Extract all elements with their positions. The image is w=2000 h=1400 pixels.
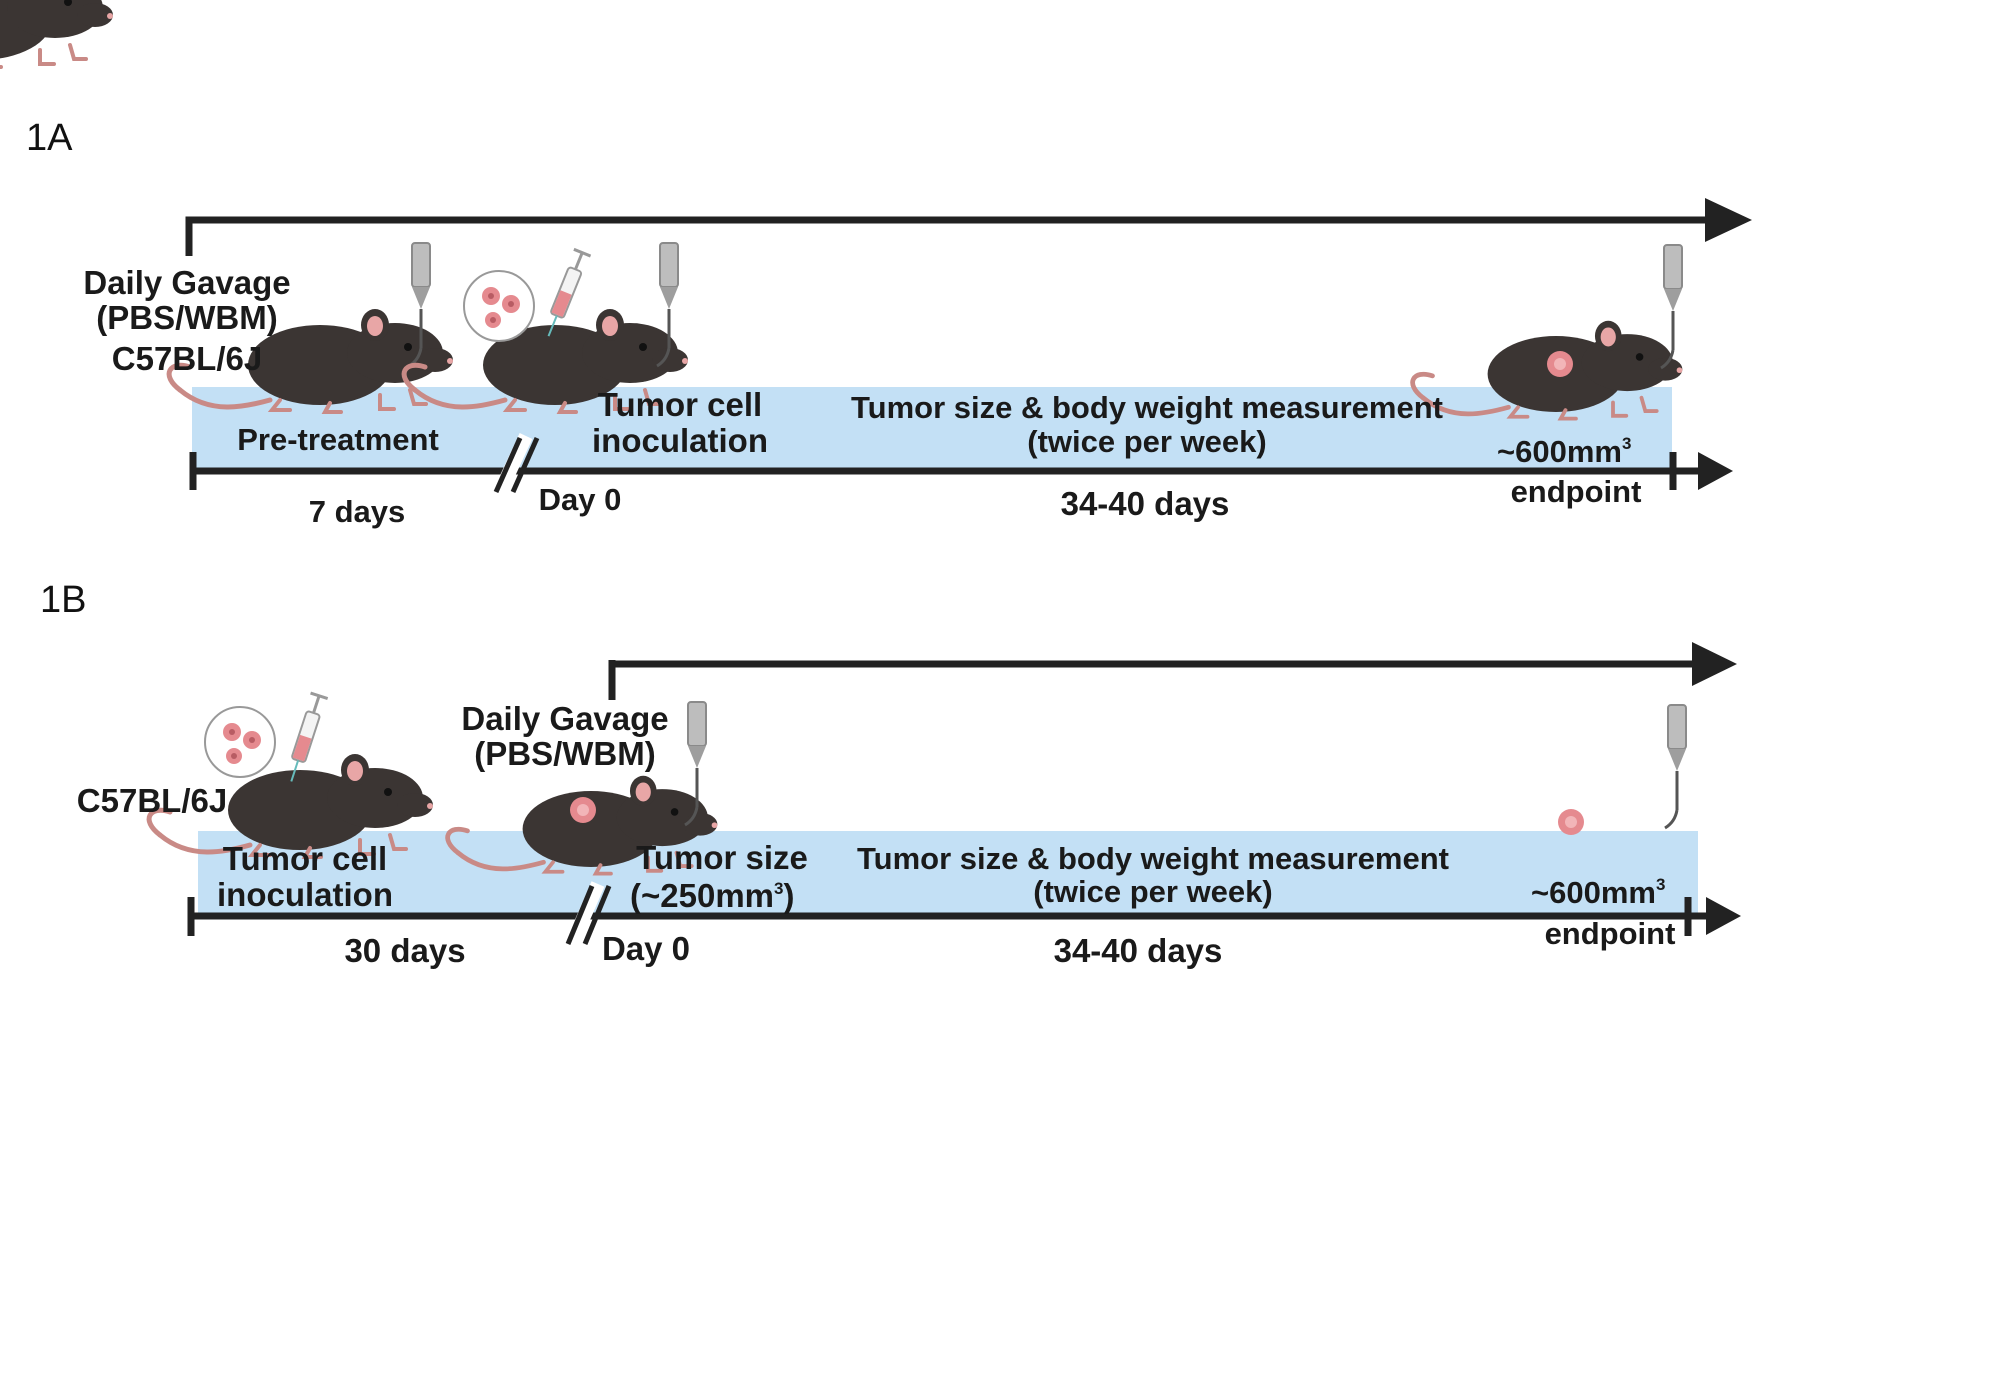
measurement-label: Tumor size & body weight measurement (851, 390, 1443, 425)
pre-phase-duration: 30 days (344, 932, 465, 969)
tumor-icon (1558, 809, 1584, 835)
mouse-icon (0, 0, 113, 67)
gavage-period-arrow (185, 198, 1752, 256)
endpoint-size: ~600mm3 (1497, 434, 1631, 469)
panel-b-label: 1B (40, 579, 86, 621)
pretreatment-duration: 7 days (309, 494, 406, 529)
axis-break-icon (493, 433, 540, 495)
gavage-label: Daily Gavage (461, 700, 668, 737)
gavage-sublabel: (PBS/WBM) (474, 735, 655, 772)
tumor-size-threshold: (~250mm3) (630, 877, 794, 914)
panel-a-label: 1A (26, 117, 73, 159)
day0-label: Day 0 (539, 482, 622, 517)
endpoint-label: endpoint (1511, 474, 1642, 509)
measurement-duration: 34-40 days (1054, 932, 1223, 969)
inoculation-sublabel: inoculation (217, 876, 393, 913)
measurement-sublabel: (twice per week) (1033, 874, 1272, 909)
axis-break-icon (565, 881, 612, 947)
inoculation-label: Tumor cell (598, 386, 762, 423)
measurement-duration: 34-40 days (1061, 485, 1230, 522)
inoculation-label: Tumor cell (223, 840, 387, 877)
tumor-cells-icon (463, 270, 535, 342)
tumor-icon (1547, 351, 1573, 377)
measurement-label: Tumor size & body weight measurement (857, 841, 1449, 876)
inoculation-sublabel: inoculation (592, 422, 768, 459)
gavage-needle-icon (1663, 703, 1688, 830)
timeline-axis (187, 881, 1741, 947)
measurement-sublabel: (twice per week) (1027, 424, 1266, 459)
tumor-icon (570, 797, 596, 823)
strain-label: C57BL/6J (77, 782, 227, 819)
endpoint-label: endpoint (1545, 916, 1676, 951)
pretreatment-label: Pre-treatment (237, 422, 439, 457)
endpoint-size: ~600mm3 (1531, 875, 1665, 910)
day0-label: Day 0 (602, 930, 690, 967)
panel-a: 1A D (26, 117, 1752, 529)
gavage-label: Daily Gavage (83, 264, 290, 301)
gavage-period-arrow (608, 642, 1737, 700)
tumor-size-label: Tumor size (636, 839, 808, 876)
tumor-cells-icon (204, 706, 276, 778)
panel-b: 1B C (0, 0, 1741, 969)
gavage-sublabel: (PBS/WBM) (96, 299, 277, 336)
timeline-axis (189, 433, 1733, 495)
strain-label: C57BL/6J (112, 340, 262, 377)
